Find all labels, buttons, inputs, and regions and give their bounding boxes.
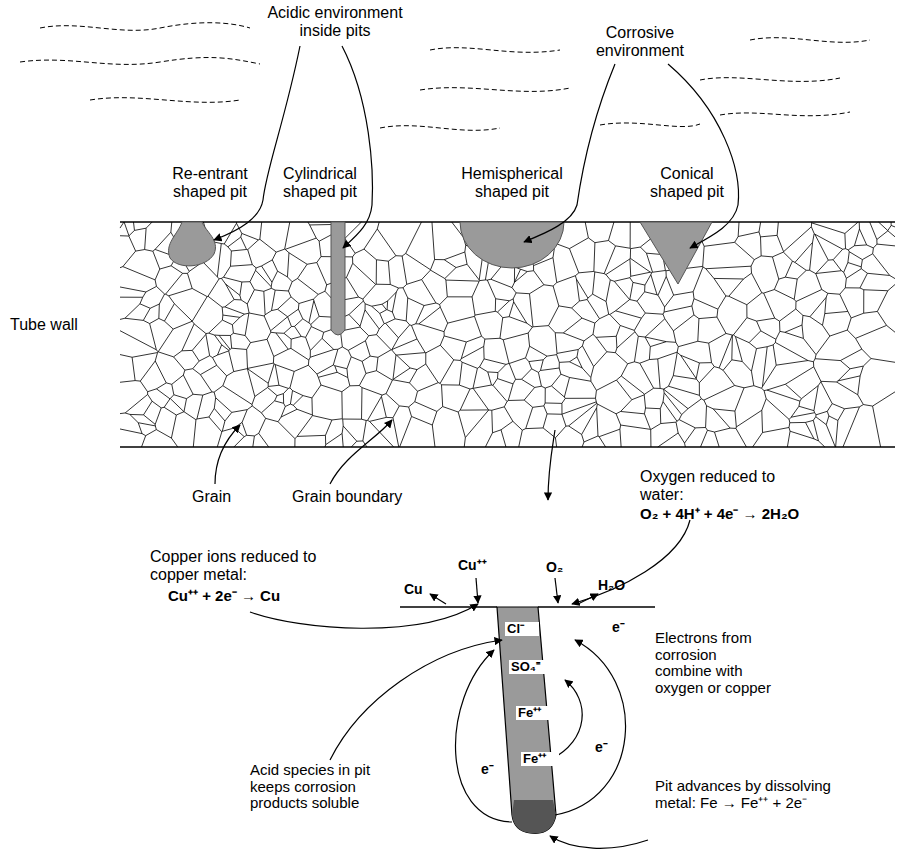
electron-arrow — [555, 640, 626, 815]
environment-label: Corrosive environment — [580, 24, 700, 59]
leader-arrow — [524, 64, 615, 242]
pit-label: Conical shaped pit — [638, 165, 736, 200]
tube-wall-edge — [120, 446, 895, 448]
leader-arrow — [215, 425, 240, 484]
re-entrant-pit — [169, 222, 216, 266]
ion-label: Fe⁺⁺ — [521, 752, 559, 766]
electron-arrow — [456, 650, 512, 822]
ion-label: Cu⁺⁺ — [458, 558, 503, 573]
pit-tip — [512, 800, 556, 833]
electron-arrow — [550, 680, 582, 760]
part-label: Grain boundary — [292, 488, 432, 506]
metal-surface — [400, 606, 497, 608]
reaction-label: Oxygen reduced to water: — [640, 468, 800, 503]
environment-label: Acidic environment inside pits — [245, 4, 425, 39]
reaction-label: Copper ions reduced to copper metal: — [150, 548, 340, 583]
grain-texture — [120, 222, 895, 447]
note-label: Acid species in pit keeps corrosion prod… — [250, 762, 375, 812]
leader-arrow — [330, 420, 392, 484]
pit-detail — [497, 607, 556, 833]
reaction-equation: Cu⁺⁺ + 2e⁻ → Cu — [168, 588, 338, 605]
pit-label: Re-entrant shaped pit — [160, 165, 260, 200]
ion-arrow — [555, 578, 558, 603]
pit-label: Cylindrical shaped pit — [272, 165, 368, 200]
hemispherical-pit — [460, 222, 564, 268]
leader-arrow — [214, 46, 300, 240]
note-label: Electrons from corrosion combine with ox… — [655, 630, 775, 696]
ion-label: Cu — [404, 582, 434, 597]
cylindrical-pit — [331, 222, 345, 335]
grain-boundaries — [120, 222, 895, 447]
ion-label: SO₄⁼ — [509, 660, 547, 674]
leader-arrow — [330, 640, 502, 760]
ion-arrow — [476, 578, 478, 603]
ion-label: Fe⁺⁺ — [516, 706, 554, 720]
leader-arrow — [550, 836, 648, 848]
metal-surface — [538, 606, 655, 608]
leader-arrow — [668, 64, 738, 248]
leader-arrow — [572, 520, 690, 604]
electron-label: e⁻ — [481, 762, 503, 777]
ion-label: H₂O — [598, 578, 643, 593]
part-label: Grain — [192, 488, 262, 506]
part-label: Tube wall — [10, 316, 110, 334]
ion-label: Cl⁻ — [505, 622, 539, 636]
electron-label: e⁻ — [612, 620, 634, 635]
environment-lines — [20, 23, 870, 131]
pit-label: Hemispherical shaped pit — [452, 165, 572, 200]
note-label: Pit advances by dissolving metal: Fe → F… — [655, 778, 875, 811]
leader-arrow — [250, 604, 478, 628]
ion-arrow — [430, 594, 446, 604]
electron-label: e⁻ — [595, 740, 617, 755]
detail-arrow — [548, 430, 555, 500]
ion-label: O₂ — [546, 560, 576, 575]
leader-arrow — [342, 46, 372, 248]
reaction-equation: O₂ + 4H⁺ + 4e⁻ → 2H₂O — [640, 506, 880, 523]
conical-pit — [640, 222, 712, 284]
